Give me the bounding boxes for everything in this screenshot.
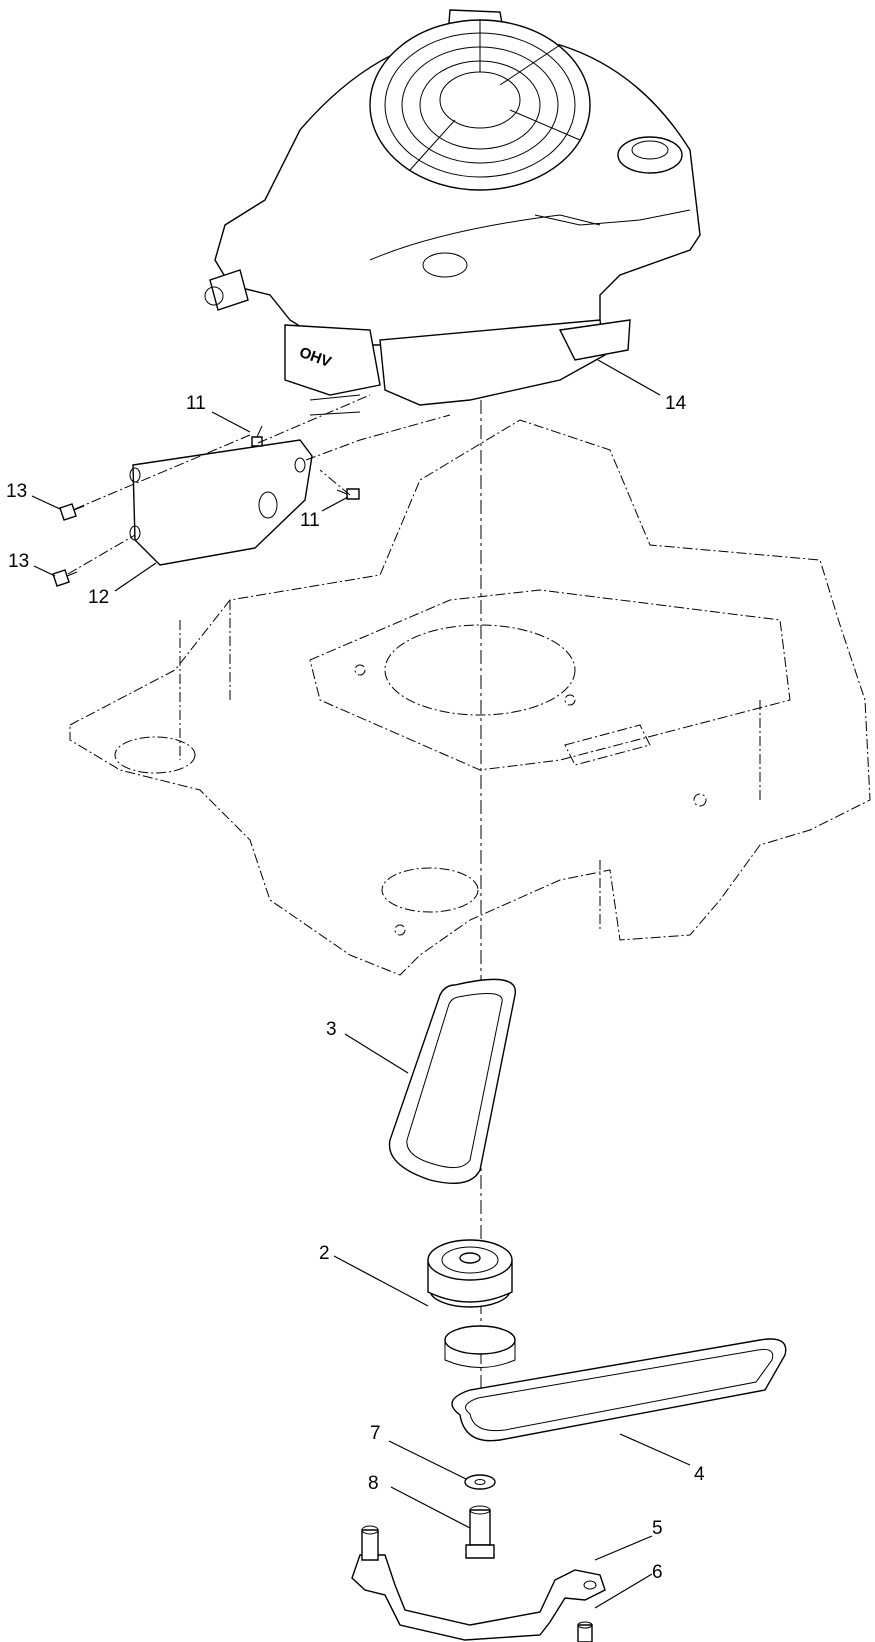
bracket-bolt	[577, 1621, 593, 1642]
bolt-11-upper	[251, 425, 263, 447]
callout-5: 5	[594, 1518, 663, 1561]
callout-6: 6	[594, 1562, 663, 1609]
callout-3: 3	[326, 1019, 409, 1074]
mounting-bracket	[129, 439, 313, 566]
callout-13-lower: 13	[8, 551, 56, 577]
callout-5-label: 5	[652, 1518, 663, 1539]
callout-7: 7	[370, 1423, 467, 1480]
idler-bracket	[351, 1525, 606, 1641]
callout-12-label: 12	[88, 587, 109, 608]
callout-12: 12	[88, 562, 157, 608]
callout-13-lower-label: 13	[8, 551, 29, 572]
callout-7-label: 7	[370, 1423, 381, 1444]
callout-11-upper: 11	[186, 393, 251, 433]
mower-frame	[69, 419, 871, 976]
engine-pulley	[427, 1239, 516, 1368]
callout-14: 14	[597, 359, 687, 414]
callout-8-label: 8	[368, 1473, 379, 1494]
callout-13-upper-label: 13	[6, 481, 27, 502]
callout-3-label: 3	[326, 1019, 337, 1040]
traction-belt	[388, 978, 516, 1184]
callout-4: 4	[619, 1433, 705, 1485]
callout-4-label: 4	[694, 1464, 705, 1485]
bolt-13-lower	[52, 569, 78, 587]
callout-14-label: 14	[665, 393, 687, 414]
pulley-bolt	[465, 1505, 495, 1559]
callout-8: 8	[368, 1473, 471, 1529]
washer	[464, 1474, 496, 1490]
pump-belt	[451, 1338, 787, 1442]
callout-2: 2	[319, 1243, 429, 1307]
callout-11-lower: 11	[300, 496, 349, 531]
engine: OHV	[204, 9, 701, 416]
callout-13-upper: 13	[6, 481, 61, 510]
callout-6-label: 6	[652, 1562, 663, 1583]
callout-11-lower-label: 11	[300, 510, 320, 531]
bolt-11-lower	[336, 488, 360, 500]
callout-2-label: 2	[319, 1243, 330, 1264]
bolt-13-upper	[59, 503, 85, 521]
callout-11-upper-label: 11	[186, 393, 206, 414]
